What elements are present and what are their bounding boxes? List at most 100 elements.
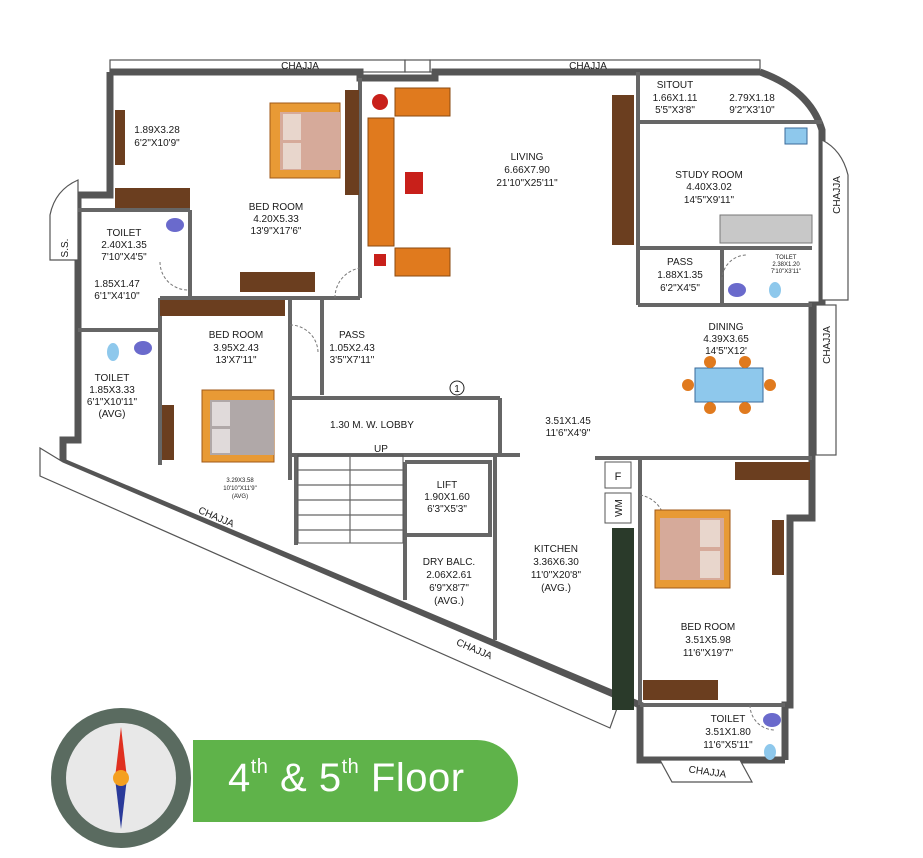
- chajja-label-bottom: CHAJJA: [688, 764, 727, 780]
- chajja-top-gap: [404, 59, 431, 73]
- tv-bed1: [115, 110, 125, 165]
- toilet1-metric: 2.40X1.35: [101, 240, 147, 251]
- wc-toilet2: [769, 282, 781, 298]
- floor-banner: [193, 740, 518, 822]
- wardrobe-living: [612, 95, 634, 245]
- chajja-left: [49, 179, 79, 261]
- sitout-imperial: 5'5"X3'8": [655, 105, 695, 116]
- living-metric: 6.66X7.90: [504, 165, 550, 176]
- chajja-label-top-right: CHAJJA: [569, 61, 607, 72]
- dining-name: DINING: [709, 322, 744, 333]
- fridge-box: [604, 461, 632, 489]
- pass3-imperial: 3'5"X7'11": [330, 355, 375, 366]
- staircase: [297, 454, 404, 544]
- floor-number-1: 4: [228, 756, 251, 800]
- wardrobe-bed1-bottom: [240, 272, 315, 292]
- wardrobe-bed1-right: [345, 90, 359, 195]
- fridge-label: F: [615, 471, 622, 483]
- living-name: LIVING: [511, 152, 544, 163]
- study-metric: 4.40X3.02: [686, 182, 732, 193]
- bed1-metric: 4.20X5.33: [253, 214, 299, 225]
- compass-needle-south: [115, 778, 127, 829]
- bed-bed2: [201, 389, 275, 463]
- wardrobe-bed3-right: [772, 520, 784, 575]
- toilet4-imperial: 11'6"X5'11": [703, 740, 753, 751]
- pass2-imperial: 6'2"X4'5": [660, 283, 700, 294]
- bay2-metric: 3.29X3.58: [226, 478, 254, 484]
- kitchen-imperial: 11'0"X20'8": [531, 570, 582, 581]
- wardrobe-bed1-left: [115, 188, 190, 208]
- floor-suffix-1: th: [250, 755, 269, 778]
- wardrobe-bed3-top: [735, 462, 810, 480]
- wc-toilet4: [764, 744, 776, 760]
- lift-metric: 1.90X1.60: [424, 492, 470, 503]
- bed2-imperial: 13'X7'11": [215, 355, 257, 366]
- bed3-name: BED ROOM: [681, 622, 735, 633]
- chajja-bottom: [658, 759, 754, 783]
- chajja-label-right-upper: CHAJJA: [832, 176, 843, 214]
- toilet3-imperial: 6'1"X10'11": [87, 397, 138, 408]
- study-chair: [784, 127, 808, 145]
- toilet1-imperial: 7'10"X4'5": [101, 252, 147, 263]
- floor-title-and: &: [268, 756, 319, 800]
- outer-wall-top: [110, 68, 760, 82]
- study-imperial: 14'5"X9'11": [684, 195, 735, 206]
- wardrobe-toilet3: [162, 405, 174, 460]
- chajja-diagonal: [39, 446, 621, 729]
- door-toilet1: [159, 261, 189, 291]
- chajja-label-top-left: CHAJJA: [281, 61, 319, 72]
- outer-wall-left: [59, 72, 114, 462]
- hall-imperial: 11'6"X4'9": [546, 428, 591, 439]
- living-imperial: 21'10"X25'11": [496, 178, 558, 189]
- stair-number-circle: [449, 380, 465, 396]
- chajja-right-upper: [821, 139, 849, 301]
- bed-bed3: [654, 509, 731, 589]
- toilet2-metric: 2.38X1.20: [772, 262, 800, 268]
- bed3-metric: 3.51X5.98: [685, 635, 731, 646]
- door-toilet2: [721, 254, 748, 281]
- floor-title-word: Floor: [359, 756, 465, 800]
- sofa-living: [367, 87, 451, 277]
- wall-lift: [403, 460, 492, 537]
- pass3-metric: 1.05X2.43: [329, 343, 375, 354]
- stair-number: 1: [454, 384, 460, 395]
- washbasin-toilet1: [166, 218, 184, 232]
- pass1-imperial: 6'1"X4'10": [94, 291, 140, 302]
- bed2-name: BED ROOM: [209, 330, 263, 341]
- kitchen-name: KITCHEN: [534, 544, 578, 555]
- dining-imperial: 14'5"X12': [705, 346, 747, 357]
- toilet4-name: TOILET: [711, 714, 746, 725]
- wardrobe-bed3-bottom: [643, 680, 718, 700]
- sitout-name: SITOUT: [657, 80, 693, 91]
- toilet1-name: TOILET: [107, 228, 142, 239]
- floor-number-2: 5: [318, 756, 342, 800]
- compass-icon: [51, 708, 191, 848]
- wc-toilet3: [107, 343, 119, 361]
- drybalc-note: (AVG.): [434, 596, 464, 607]
- outer-wall-curve: [758, 68, 826, 305]
- stair-up-label: UP: [374, 444, 388, 455]
- door-bed1: [334, 267, 361, 299]
- bed-bed1: [269, 102, 341, 179]
- kitchen-counter: [612, 528, 634, 710]
- bed3-imperial: 11'6"X19'7": [683, 648, 734, 659]
- wardrobe-bed2: [160, 300, 285, 316]
- sitout-metric: 1.66X1.11: [653, 93, 698, 104]
- washbasin-toilet4: [763, 713, 781, 727]
- bay2-note: (AVG): [232, 494, 248, 500]
- dining-metric: 4.39X3.65: [703, 334, 749, 345]
- sitout2-imperial: 9'2"X3'10": [729, 105, 775, 116]
- floor-title: 4th & 5th Floor: [228, 756, 465, 801]
- kitchen-metric: 3.36X6.30: [533, 557, 579, 568]
- door-bed2: [289, 324, 319, 353]
- toilet3-note: (AVG): [98, 409, 125, 420]
- sitout2-metric: 2.79X1.18: [729, 93, 775, 104]
- bay2-imperial: 10'10"X11'9": [223, 486, 256, 492]
- bed1-imperial: 13'9"X17'6": [251, 226, 302, 237]
- kitchen-note: (AVG.): [541, 583, 571, 594]
- pass1-metric: 1.85X1.47: [94, 279, 140, 290]
- toilet3-name: TOILET: [95, 373, 130, 384]
- lift-imperial: 6'3"X5'3": [427, 504, 467, 515]
- floor-suffix-2: th: [341, 755, 360, 778]
